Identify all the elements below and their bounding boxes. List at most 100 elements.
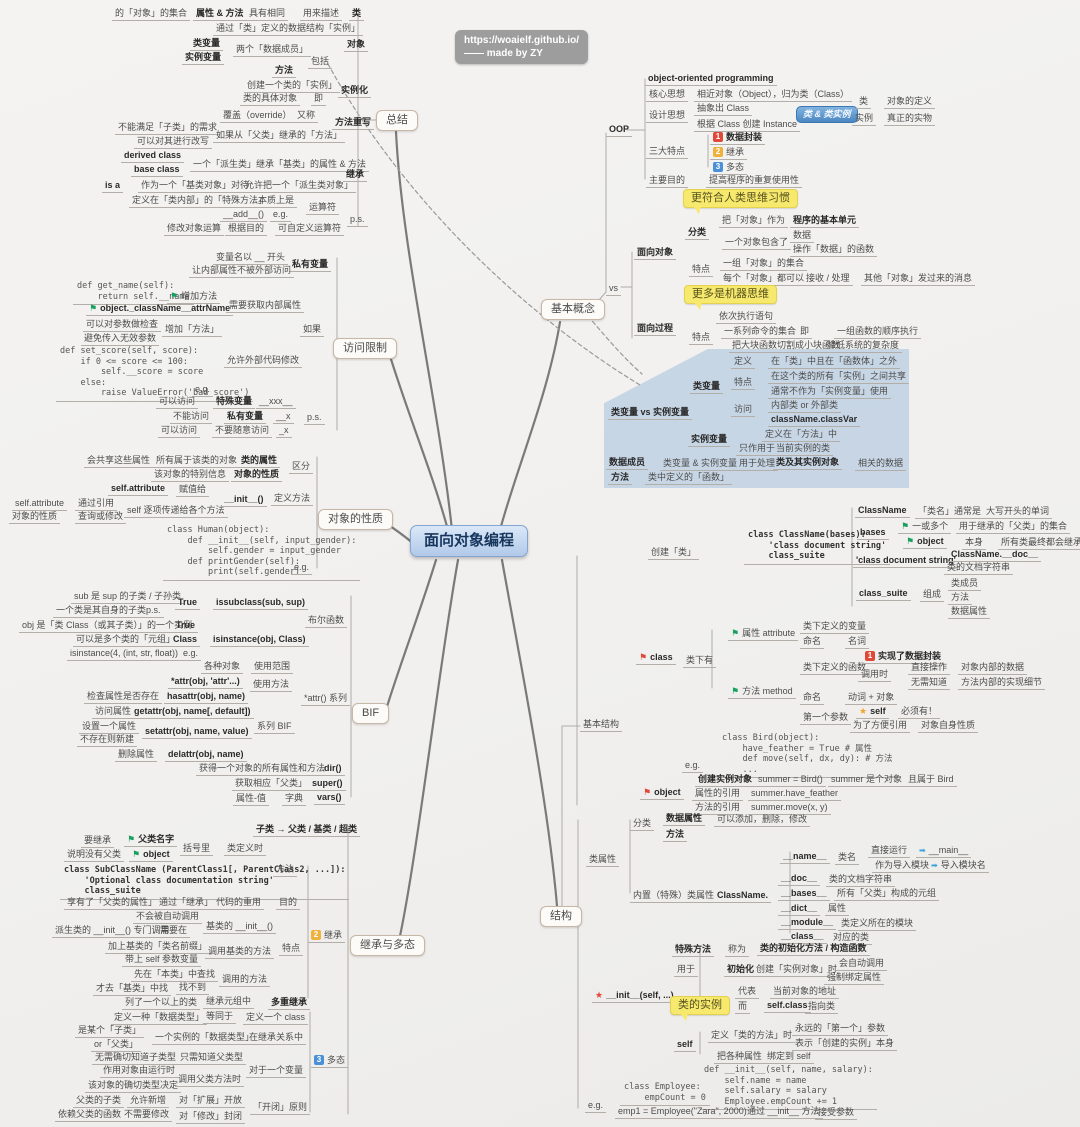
node-label-200: vs	[606, 283, 621, 296]
label-text: 指向类	[808, 1001, 836, 1011]
node-label-198: 接收 / 处理	[803, 273, 853, 286]
label-text: class Human(object): def __init__(self, …	[167, 525, 357, 577]
node-label-121: 括号里	[180, 843, 214, 856]
node-label-33: e.g.	[270, 209, 292, 222]
node-label-43: ⚑增加方法	[167, 291, 221, 304]
node-label-187: 更符合人类思维习惯	[683, 189, 798, 214]
label-text: 不存在则新建	[80, 734, 135, 744]
node-label-300: __bases__	[778, 888, 830, 901]
node-label-52: 如果	[300, 324, 325, 337]
label-text: __bases__	[781, 888, 827, 898]
label-text: 父类名字	[138, 834, 175, 844]
label-text: delattr(obj, name)	[168, 749, 244, 759]
label-text: 通过引用	[78, 498, 115, 508]
label-text: 用于继承的「父类」的集合	[959, 521, 1068, 531]
node-label-217: 通常不作为「实例变量」使用	[768, 386, 892, 399]
branch-basic-concepts[interactable]: 基本概念	[541, 299, 605, 320]
branch-inheritance-polymorphism[interactable]: 继承与多态	[350, 935, 425, 956]
node-label-230: 相关的数据	[855, 458, 907, 471]
label-text: 属性的引用	[695, 788, 741, 798]
node-label-255: ⚑属性 attribute	[728, 628, 799, 641]
branch-bif[interactable]: BIF	[352, 703, 390, 724]
n1-icon: 1	[865, 651, 875, 661]
label-text: 根据目的	[228, 223, 265, 233]
label-text: 数据属性	[951, 606, 988, 616]
node-label-239: bases	[857, 527, 889, 540]
label-text: className.classVar	[771, 414, 858, 424]
label-text: 把各种属性	[717, 1051, 763, 1061]
node-label-331: e.g.	[585, 1100, 607, 1113]
node-label-262: 调用时	[858, 669, 892, 682]
node-label-5: 通过「类」定义的数据结构「实例」	[213, 23, 364, 36]
label-text: 动词 + 对象	[848, 692, 895, 702]
label-text: 代码的重用	[216, 897, 262, 907]
label-text: 用于处理	[739, 458, 776, 468]
node-label-232: 类中定义的「函数」	[645, 472, 733, 485]
node-label-175: 类 & 类实例	[796, 106, 858, 123]
label-text: 对「扩展」开放	[179, 1095, 243, 1105]
label-text: 更多是机器思维	[692, 288, 769, 300]
node-label-315: 强制绑定属性	[824, 972, 885, 985]
node-label-44: ⚑object._className__attrName	[86, 303, 234, 316]
label-text: 一组「对象」的集合	[723, 258, 805, 268]
label-text: 只需知道父类型	[180, 1052, 244, 1062]
label-text: 分类	[688, 227, 707, 237]
node-label-153: or「父类」	[91, 1039, 142, 1052]
label-text: 内部类 or 外部类	[771, 400, 839, 410]
node-label-196: 一组「对象」的集合	[720, 258, 808, 271]
label-text: 把「对象」作为	[722, 215, 786, 225]
label-text: 操作「数据」的函数	[793, 244, 875, 254]
node-label-295: ➡__main__	[916, 845, 972, 858]
label-text: 其他「对象」发过来的消息	[864, 273, 973, 283]
label-text: 对「修改」封闭	[179, 1111, 243, 1121]
branch-structure[interactable]: 结构	[540, 906, 582, 927]
node-label-235: class ClassName(bases): 'class document …	[744, 530, 891, 565]
node-label-14: 即	[311, 93, 327, 106]
node-label-73: 通过引用	[75, 498, 118, 511]
node-label-279: 且属于 Bird	[905, 774, 957, 787]
node-label-138: 带上 self 参数变量	[122, 954, 202, 967]
label-text: 大写开头的单词	[986, 506, 1050, 516]
node-label-147: 定义一种「数据类型」	[111, 1012, 208, 1025]
label-text: 类变量	[693, 381, 721, 391]
label-text: 需要获取内部属性	[229, 300, 302, 310]
label-text: 会共享这些属性	[87, 455, 151, 465]
label-text: 用于	[677, 964, 696, 974]
s1-icon: ★	[859, 706, 868, 716]
rf-icon: ⚑	[639, 652, 648, 662]
label-text: 两个「数据成员」	[236, 44, 309, 54]
node-label-102: 访问属性	[92, 706, 135, 719]
label-text: 包括	[311, 56, 330, 66]
label-text: ClassName	[858, 505, 907, 515]
label-text: 列了一个以上的类	[125, 997, 198, 1007]
label-text: 类下定义的变量	[803, 621, 867, 631]
node-label-308: 特殊方法	[672, 944, 715, 957]
label-text: 直接操作	[911, 662, 948, 672]
branch-object-properties[interactable]: 对象的性质	[318, 509, 393, 530]
center-topic[interactable]: 面向对象编程	[410, 525, 529, 557]
branch-summary[interactable]: 总结	[376, 110, 418, 131]
branch-access-restriction[interactable]: 访问限制	[333, 338, 397, 359]
label-text: 实例化	[341, 85, 369, 95]
node-label-176: 类	[856, 96, 872, 109]
node-label-188: 把「对象」作为	[719, 215, 789, 228]
label-text: 如果	[303, 324, 322, 334]
node-label-118: 子类 → 父类 / 基类 / 超类	[253, 824, 361, 837]
node-label-201: 更多是机器思维	[684, 285, 777, 310]
node-label-64: 会共享这些属性	[84, 455, 154, 468]
label-text: object	[654, 787, 681, 797]
label-text: __init__()	[224, 494, 264, 504]
label-text: 创建「类」	[651, 547, 697, 557]
node-label-111: dir()	[321, 763, 345, 776]
label-text: 类定义时	[227, 843, 264, 853]
node-label-19: 不能满足「子类」的需求	[115, 122, 221, 135]
node-label-160: 父类的子类	[73, 1095, 125, 1108]
node-label-229: 类及其实例对象	[773, 457, 843, 470]
label-text: 当前实例的类	[776, 443, 831, 453]
node-label-6: 类变量	[190, 38, 224, 51]
label-text: 而	[738, 1001, 748, 1011]
node-label-318: 当前对象的地址	[770, 986, 840, 999]
label-text: 实现了数据封装	[878, 651, 942, 661]
node-label-1: 属性 & 方法	[193, 8, 247, 21]
label-text: 会自动调用	[839, 958, 885, 968]
